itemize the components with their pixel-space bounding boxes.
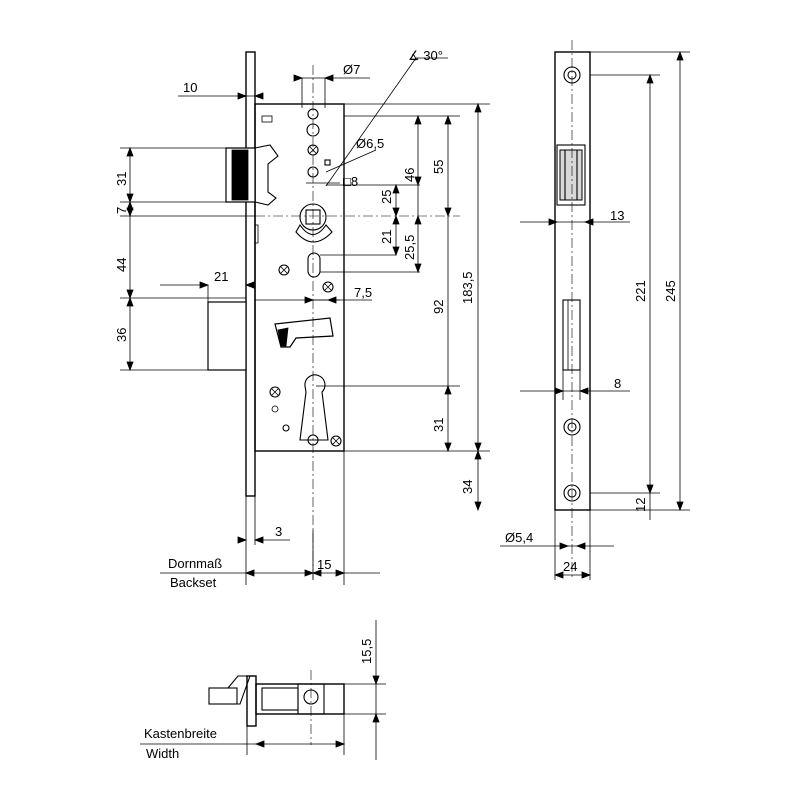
dim-31-top: 31 (114, 172, 129, 186)
dim-55: 55 (431, 160, 446, 174)
dim-8: 8 (614, 376, 621, 391)
dim-221: 221 (633, 280, 648, 302)
dim-7-left: 7 (114, 207, 129, 214)
follower-arm (295, 223, 333, 243)
dim-24: 24 (563, 559, 577, 574)
dim-183-5: 183,5 (460, 271, 475, 304)
dim-44: 44 (114, 258, 129, 272)
dim-36: 36 (114, 328, 129, 342)
forend-side (554, 51, 591, 511)
dim-10: 10 (183, 80, 197, 95)
dim-15-5: 15,5 (359, 639, 374, 664)
cylinder-lever (274, 317, 334, 348)
latch-shadow (231, 149, 249, 201)
bottom-view: 15,5 Kastenbreite Width (140, 620, 386, 761)
screw-4 (269, 386, 281, 398)
dim-46: 46 (402, 168, 417, 182)
cylinder-hole (299, 374, 329, 441)
forend-end (246, 675, 257, 727)
dim-3: 3 (275, 524, 282, 539)
dim-dia-5-4: Ø5,4 (505, 530, 533, 545)
dim-7-5: 7,5 (354, 285, 372, 300)
dim-dia-7: Ø7 (343, 62, 360, 77)
dim-245: 245 (663, 280, 678, 302)
dim-12: 12 (633, 498, 648, 512)
backset-label-de: Dornmaß (168, 556, 222, 571)
screw-2 (278, 264, 290, 276)
bolt (207, 301, 247, 371)
screw-5 (330, 435, 342, 447)
width-label-de: Kastenbreite (144, 726, 217, 741)
dim-angle-30: ∡ 30° (408, 48, 443, 63)
dim-dia-6-5: Ø6,5 (356, 136, 384, 151)
dim-25: 25 (379, 190, 394, 204)
front-view: 10 Ø7 ∡ 30° Ø6,5 □8 31 7 44 21 36 55 46 … (114, 48, 490, 590)
dim-92: 92 (431, 300, 446, 314)
dim-25-5: 25,5 (402, 235, 417, 260)
bolt-end (208, 687, 238, 705)
latch-tail (254, 144, 279, 206)
backset-label-en: Backset (170, 575, 217, 590)
forend-plate (245, 51, 256, 497)
lock-case (254, 103, 345, 452)
width-label-en: Width (146, 746, 179, 761)
dim-15: 15 (317, 557, 331, 572)
dim-31-bottom: 31 (431, 418, 446, 432)
side-view: 13 221 245 8 12 Ø5,4 24 (500, 40, 690, 580)
dim-34: 34 (460, 480, 475, 494)
latch-opening (556, 144, 586, 206)
screw-3 (322, 281, 334, 293)
small-square (324, 159, 331, 166)
dim-13: 13 (610, 208, 624, 223)
slot (307, 252, 321, 278)
dim-21-mid: 21 (379, 230, 394, 244)
dim-21-bolt: 21 (214, 269, 228, 284)
bolt-opening (562, 299, 581, 371)
dim-square-8: □8 (343, 174, 358, 189)
